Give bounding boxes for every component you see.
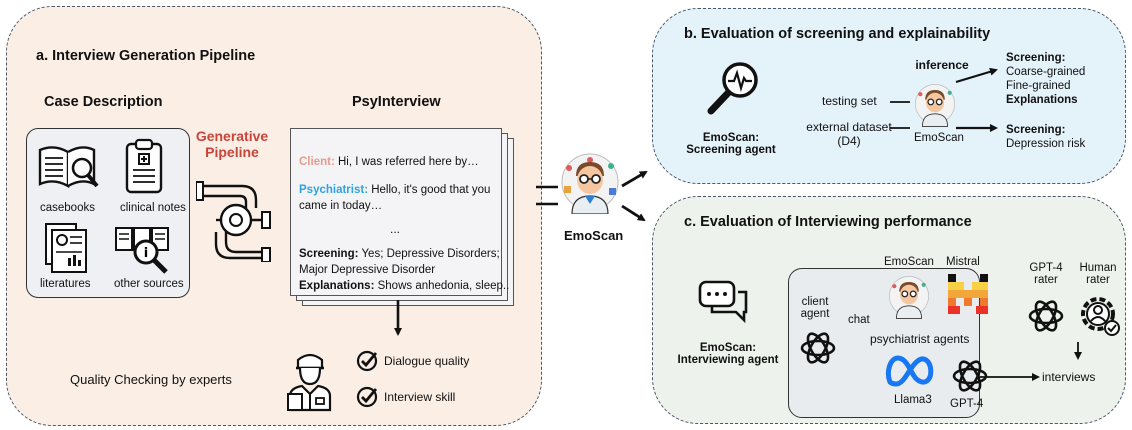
psyinterview-heading: PsyInterview xyxy=(352,94,441,110)
explanations-line: Explanations: Shows anhedonia, sleep.. xyxy=(299,280,510,292)
human-rater-gear-icon xyxy=(1081,297,1120,336)
pipeline-valve-icon xyxy=(196,181,271,262)
documents-search-icon: i xyxy=(115,227,169,274)
interviews-label: interviews xyxy=(1042,370,1096,384)
check-circle-icon xyxy=(356,350,378,372)
psychiatrist-line: Psychiatrist: Hello, it's good that you xyxy=(299,184,491,196)
screening-agent-label: EmoScan: Screening agent xyxy=(686,132,776,156)
depression-risk-label: Depression risk xyxy=(1006,138,1086,150)
openai-logo-icon xyxy=(952,360,988,392)
chat-label: chat xyxy=(848,314,870,326)
doctor-expert-icon xyxy=(287,353,332,412)
client-line: Client: Hi, I was referred here by… xyxy=(299,156,479,168)
literature-document-icon xyxy=(45,223,87,273)
openai-logo-icon xyxy=(800,332,836,364)
psychiatrist-agents-label: psychiatrist agents xyxy=(870,332,970,346)
casebooks-label: casebooks xyxy=(40,202,95,214)
emoscan-c-label: EmoScan xyxy=(884,256,934,268)
svg-text:i: i xyxy=(144,246,148,261)
generative-pipeline-label: Generative Pipeline xyxy=(195,128,269,160)
coarse-grained-label: Coarse-grained xyxy=(1006,66,1086,78)
clinical-notes-label: clinical notes xyxy=(120,202,186,214)
interview-skill-label: Interview skill xyxy=(384,390,456,404)
fine-grained-label: Fine-grained xyxy=(1006,80,1071,92)
mistral-label: Mistral xyxy=(946,256,980,268)
panel-c-title: c. Evaluation of Interviewing performanc… xyxy=(684,214,972,230)
screening-output-1-title: Screening: xyxy=(1006,52,1066,64)
gpt4-rater-label: GPT-4 rater xyxy=(1029,262,1063,286)
screening-output-2-title: Screening: xyxy=(1006,124,1066,136)
quality-checking-label: Quality Checking by experts xyxy=(70,372,232,387)
clipboard-icon xyxy=(125,138,163,194)
mistral-logo-icon xyxy=(948,274,988,314)
emoscan-avatar-icon xyxy=(915,84,955,127)
magnifier-pulse-icon xyxy=(707,62,758,115)
emoscan-avatar-icon xyxy=(561,153,619,214)
interviewing-agent-label: EmoScan: Interviewing agent xyxy=(677,342,779,366)
dialogue-ellipsis: ... xyxy=(389,222,400,236)
llama3-label: Llama3 xyxy=(894,394,932,406)
panel-a-title: a. Interview Generation Pipeline xyxy=(36,48,256,64)
interview-document xyxy=(290,128,502,296)
chat-bubbles-icon xyxy=(698,280,748,324)
human-rater-label: Human rater xyxy=(1079,262,1117,286)
explanations-output-label: Explanations xyxy=(1006,94,1078,106)
casebook-icon xyxy=(38,146,99,189)
gpt4-label: GPT-4 xyxy=(950,398,984,410)
panel-b-screening-evaluation xyxy=(652,8,1126,184)
openai-logo-icon xyxy=(1028,300,1064,332)
external-dataset-label: external dataset (D4) xyxy=(806,120,892,148)
other-sources-label: other sources xyxy=(114,278,184,290)
psychiatrist-line-2: came in today… xyxy=(299,200,383,212)
emoscan-b-label: EmoScan xyxy=(914,132,964,144)
inference-label: inference xyxy=(915,58,969,72)
screening-line-2: Major Depressive Disorder xyxy=(299,264,436,276)
emoscan-avatar-icon xyxy=(889,276,929,319)
dialogue-quality-label: Dialogue quality xyxy=(384,354,470,368)
screening-line: Screening: Yes; Depressive Disorders; xyxy=(299,248,500,260)
testing-set-label: testing set xyxy=(822,94,877,108)
emoscan-center-label: EmoScan xyxy=(564,228,624,243)
panel-b-title: b. Evaluation of screening and explainab… xyxy=(684,26,991,42)
check-circle-icon xyxy=(356,386,378,408)
meta-logo-icon xyxy=(885,355,934,387)
literatures-label: literatures xyxy=(40,278,91,290)
client-agent-label: client agent xyxy=(800,296,830,320)
case-description-heading: Case Description xyxy=(44,94,163,110)
